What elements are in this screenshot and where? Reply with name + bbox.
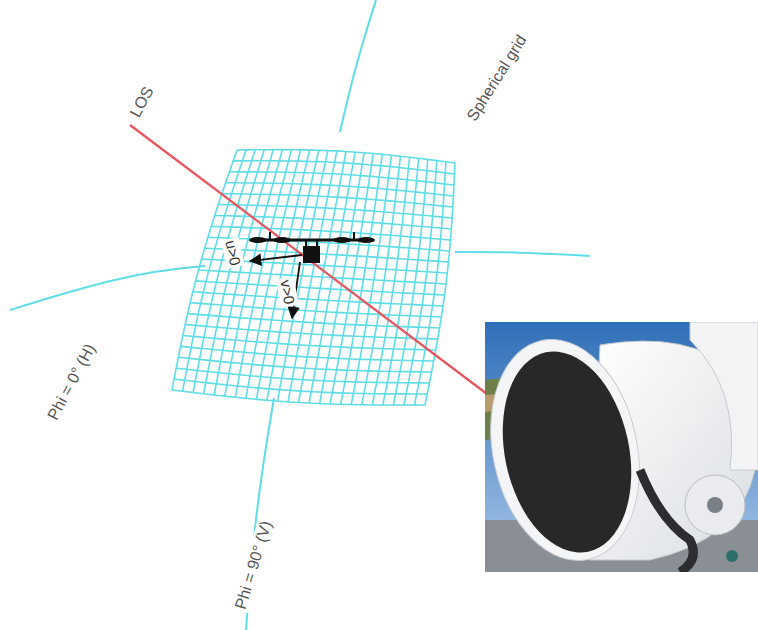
curve-label: Phi = 90° (V) — [231, 517, 276, 613]
grid-line — [277, 151, 327, 401]
grid-line — [341, 154, 383, 404]
grid-line — [193, 150, 255, 393]
phi-curve — [455, 252, 590, 256]
grid-line — [267, 150, 319, 400]
grid-line — [172, 150, 237, 390]
u-arrow — [250, 255, 302, 261]
drone-icon — [249, 232, 375, 263]
grid-line — [299, 152, 347, 403]
grid-line — [320, 153, 365, 404]
phi-curve — [10, 266, 205, 310]
phi-curve — [340, 0, 376, 132]
curve-label: Phi = 0° (H) — [44, 339, 101, 425]
grid-line — [414, 162, 445, 405]
grid-line — [330, 154, 373, 404]
antenna-photo — [485, 322, 758, 572]
direction-label: v>0 — [276, 276, 299, 307]
los-line — [130, 125, 495, 400]
axis-label: LOS — [126, 82, 159, 122]
grid-line — [172, 390, 425, 405]
grid-label: Spherical grid — [462, 30, 531, 126]
grid-line — [351, 155, 391, 404]
grid-line — [372, 157, 409, 405]
direction-label: u>0 — [221, 237, 245, 270]
grid-line — [183, 150, 247, 391]
grid-line — [425, 163, 455, 405]
